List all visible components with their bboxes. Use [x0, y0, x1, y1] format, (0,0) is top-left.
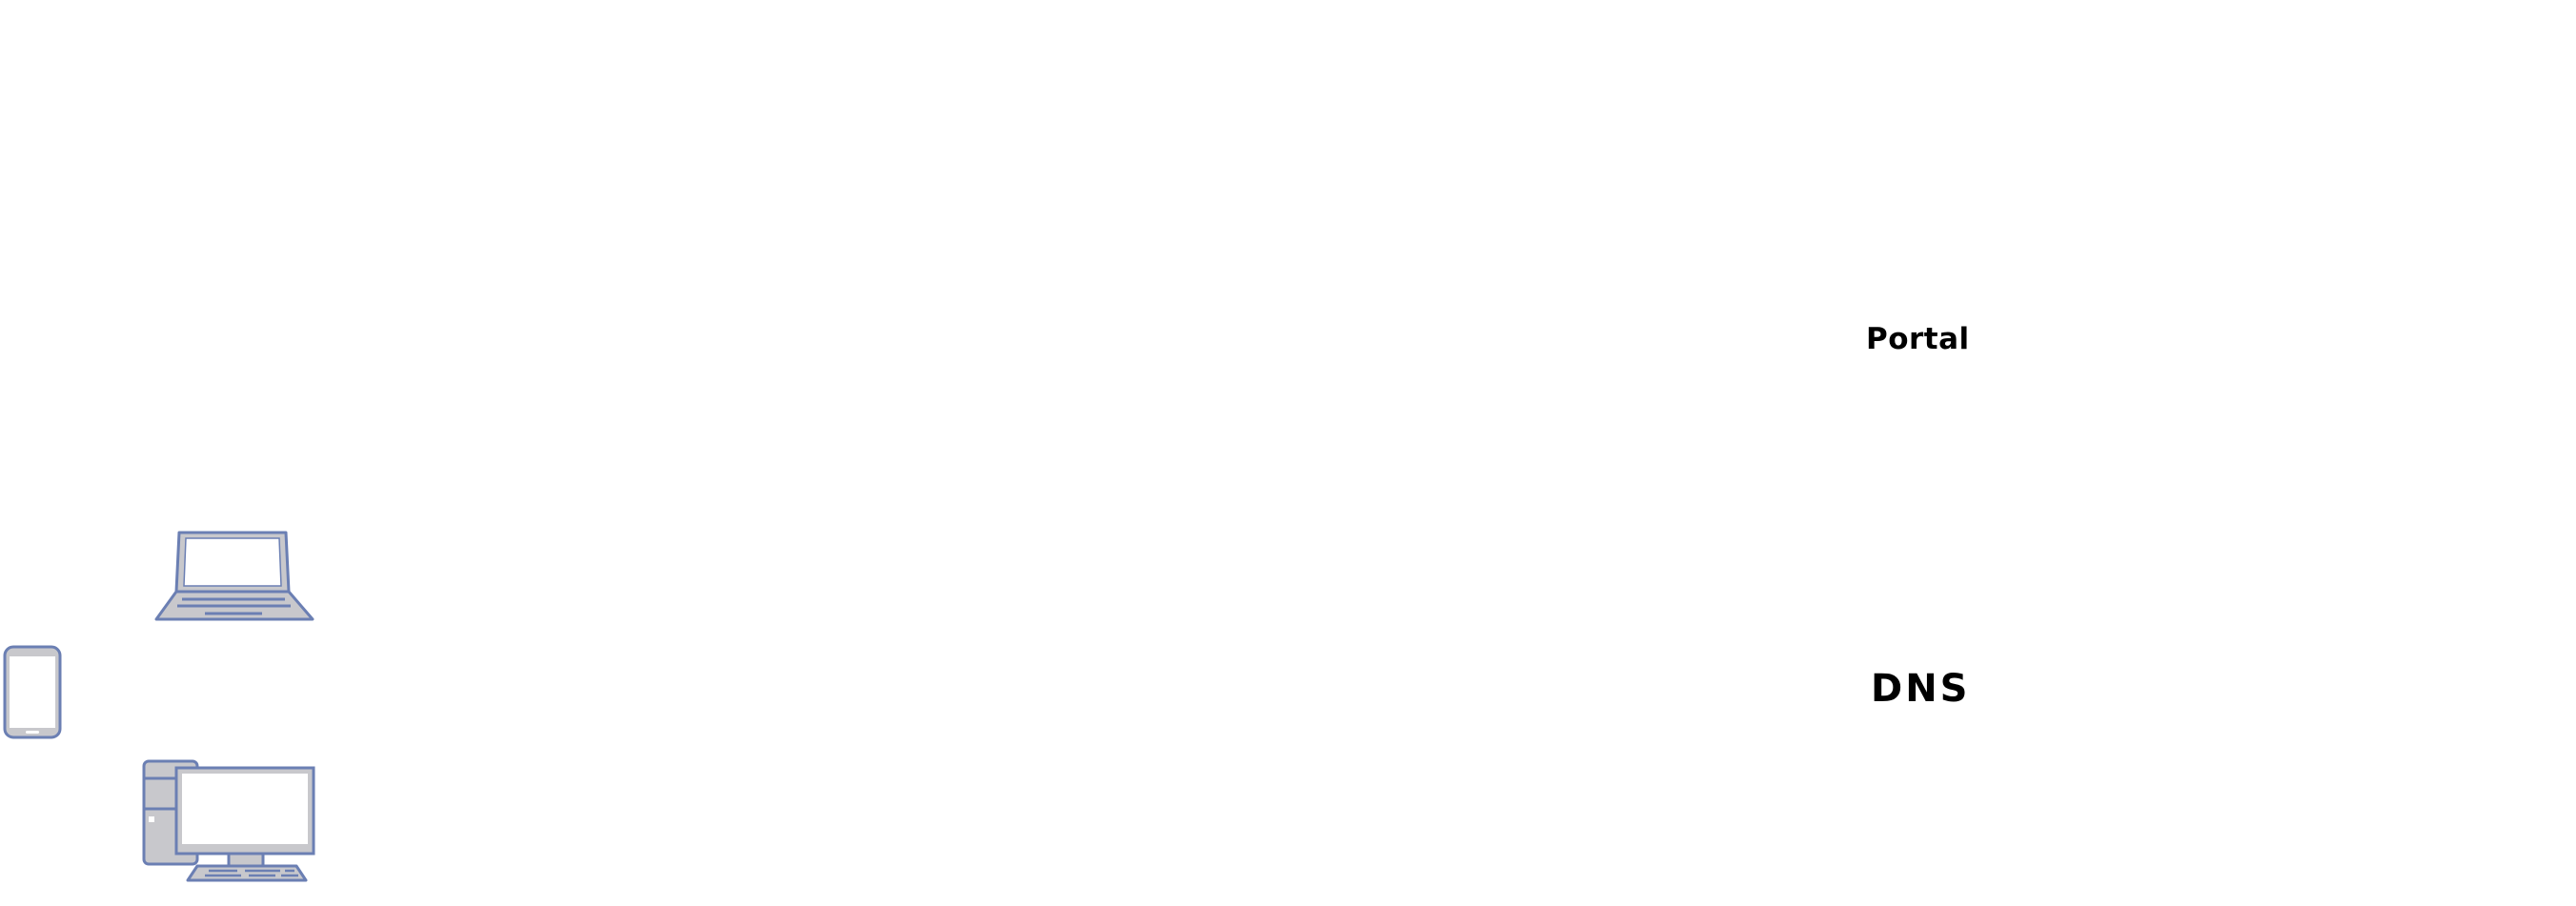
portal-label: Portal — [1866, 322, 1970, 356]
laptop-icon — [154, 531, 314, 622]
dns-label: DNS — [1871, 667, 1971, 711]
desktop-computer-icon — [142, 759, 315, 883]
smartphone-icon — [3, 645, 62, 739]
